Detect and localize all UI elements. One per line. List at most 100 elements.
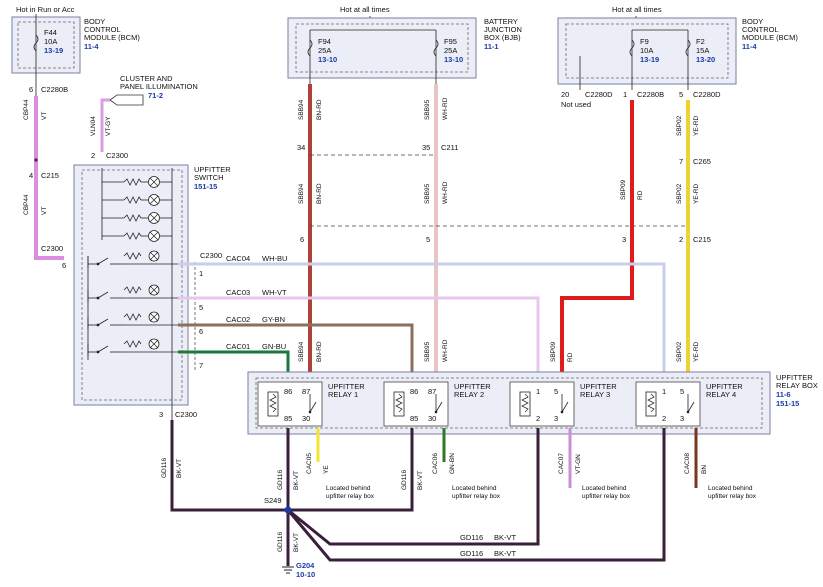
svg-text:30: 30: [302, 414, 310, 423]
svg-text:87: 87: [302, 387, 310, 396]
svg-text:CAC07: CAC07: [558, 453, 565, 474]
svg-text:RELAY 4: RELAY 4: [706, 390, 736, 399]
svg-text:WH-RD: WH-RD: [442, 181, 449, 204]
switch-led-1: [102, 176, 172, 188]
svg-text:BN-RD: BN-RD: [316, 99, 323, 120]
svg-text:1: 1: [662, 387, 666, 396]
connector-c211: C211: [441, 143, 458, 152]
switch-led-4: [102, 230, 172, 242]
header-hot-all-times-1: Hot at all times: [340, 5, 390, 14]
svg-text:25A: 25A: [444, 46, 457, 55]
svg-text:C2280D: C2280D: [693, 90, 721, 99]
not-used-label: Not used: [561, 100, 591, 109]
svg-text:GD116: GD116: [277, 532, 284, 552]
fuse-f9: F9: [640, 37, 649, 46]
switch-name-1: UPFITTER: [194, 165, 231, 174]
svg-text:6: 6: [62, 261, 66, 270]
svg-text:4: 4: [29, 171, 33, 180]
svg-text:RELAY 3: RELAY 3: [580, 390, 610, 399]
svg-text:BN: BN: [701, 465, 708, 474]
svg-text:WH-RD: WH-RD: [442, 339, 449, 362]
svg-text:10-10: 10-10: [296, 570, 315, 579]
connector-c215-left: C215: [41, 171, 59, 180]
svg-text:SBB95: SBB95: [424, 99, 431, 120]
svg-text:10A: 10A: [640, 46, 653, 55]
svg-text:UPFITTER: UPFITTER: [328, 382, 365, 391]
svg-text:BODY: BODY: [742, 17, 763, 26]
svg-text:SBB95: SBB95: [424, 341, 431, 362]
svg-text:5: 5: [554, 387, 558, 396]
svg-text:CBP44: CBP44: [23, 99, 30, 120]
ground-g204: G204: [296, 561, 315, 570]
svg-text:BK-VT: BK-VT: [293, 471, 300, 490]
bjb-box: [287, 17, 477, 79]
bcm-left-name-3: MODULE (BCM): [84, 33, 140, 42]
svg-text:Located behind: Located behind: [708, 485, 753, 492]
bcm-right-box: [557, 17, 737, 85]
ground-icon: [282, 566, 294, 574]
bcm-left-box: [11, 16, 81, 74]
svg-text:1: 1: [536, 387, 540, 396]
svg-text:upfitter relay box: upfitter relay box: [326, 493, 375, 500]
svg-text:SBB95: SBB95: [424, 183, 431, 204]
svg-text:3: 3: [680, 414, 684, 423]
svg-text:85: 85: [284, 414, 292, 423]
svg-text:BN-RD: BN-RD: [316, 183, 323, 204]
bcm-left-ref: 11-4: [84, 42, 99, 51]
svg-text:6: 6: [300, 235, 304, 244]
cluster-name-1: CLUSTER AND: [120, 74, 173, 83]
relay-box-ref1: 11-6: [776, 390, 791, 399]
connector-c2280b-left: C2280B: [41, 85, 68, 94]
bjb-ref: 11-1: [484, 42, 499, 51]
bcm-right-ref: 11-4: [742, 42, 757, 51]
fuse-f94: F94: [318, 37, 331, 46]
svg-text:85: 85: [410, 414, 418, 423]
header-hot-all-times-2: Hot at all times: [612, 5, 662, 14]
svg-text:CAC04: CAC04: [226, 254, 250, 263]
cluster-ref: 71-2: [148, 91, 163, 100]
svg-text:3: 3: [554, 414, 558, 423]
svg-text:5: 5: [680, 387, 684, 396]
svg-text:2: 2: [91, 151, 95, 160]
svg-text:Located behind: Located behind: [452, 485, 497, 492]
svg-text:2: 2: [679, 235, 683, 244]
svg-text:UPFITTER: UPFITTER: [454, 382, 491, 391]
relay-box-ref2: 151-15: [776, 399, 799, 408]
svg-text:upfitter relay box: upfitter relay box: [452, 493, 501, 500]
svg-text:BK-VT: BK-VT: [494, 533, 517, 542]
svg-text:SBP02: SBP02: [676, 115, 683, 136]
svg-text:13-10: 13-10: [318, 55, 337, 64]
svg-text:BATTERY: BATTERY: [484, 17, 518, 26]
svg-text:RELAY 1: RELAY 1: [328, 390, 358, 399]
svg-text:YE-RD: YE-RD: [693, 341, 700, 362]
svg-text:Located behind: Located behind: [582, 485, 627, 492]
svg-text:GD116: GD116: [460, 549, 483, 558]
svg-text:CBP44: CBP44: [23, 194, 30, 215]
svg-text:VT: VT: [41, 112, 48, 120]
svg-text:15A: 15A: [696, 46, 709, 55]
bcm-left-name-2: CONTROL: [84, 25, 121, 34]
cluster-name-2: PANEL ILLUMINATION: [120, 82, 198, 91]
svg-text:upfitter relay box: upfitter relay box: [582, 493, 631, 500]
svg-text:SBB94: SBB94: [298, 341, 305, 362]
switch-contact-4: [87, 338, 178, 356]
connector-c2300-right: C2300: [200, 251, 222, 260]
svg-text:VLN04: VLN04: [90, 116, 97, 136]
svg-text:6: 6: [199, 327, 203, 336]
svg-text:GD116: GD116: [401, 470, 408, 490]
svg-text:CAC08: CAC08: [684, 453, 691, 474]
switch-name-2: SWITCH: [194, 173, 224, 182]
svg-text:RD: RD: [637, 190, 644, 200]
svg-text:UPFITTER: UPFITTER: [706, 382, 743, 391]
bcm-left-name-1: BODY: [84, 17, 105, 26]
svg-text:GD116: GD116: [161, 458, 168, 478]
svg-text:CAC02: CAC02: [226, 315, 250, 324]
header-hot-run-acc: Hot in Run or Acc: [16, 5, 75, 14]
svg-text:VT-GN: VT-GN: [575, 454, 582, 474]
svg-text:BN-RD: BN-RD: [316, 341, 323, 362]
svg-text:5: 5: [679, 90, 683, 99]
